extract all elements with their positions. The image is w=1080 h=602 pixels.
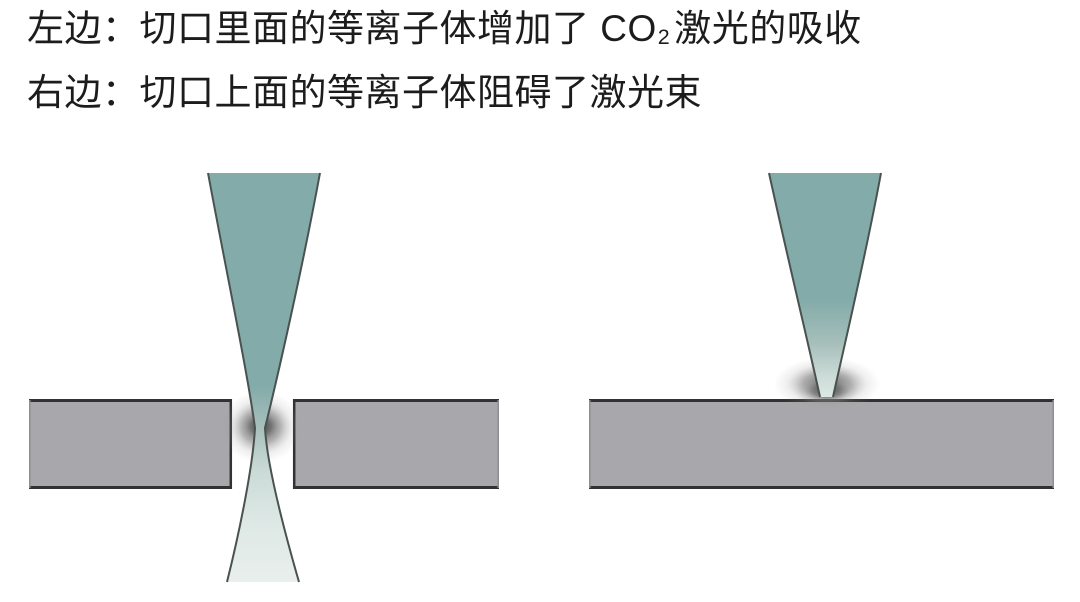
plate-solid [589, 399, 1054, 489]
figure-left-beam-in-kerf [29, 172, 499, 583]
plate-right-of-kerf [293, 399, 499, 489]
figure-right-beam-blocked [589, 172, 1054, 489]
caption-line-1-suffix: 激光的吸收 [674, 8, 862, 49]
plate-outer-edges-left-figure [29, 400, 499, 488]
caption-line-1-text: 左边：切口里面的等离子体增加了 CO [27, 8, 657, 49]
caption-line-2: 右边：切口上面的等离子体阻碍了激光束 [27, 72, 702, 113]
plate-left-of-kerf [29, 399, 232, 489]
laser-beam-blocked-outline [768, 172, 882, 398]
co2-subscript: 2 [657, 24, 671, 49]
plate-borders-left-figure [29, 399, 499, 489]
laser-beam-focused [208, 173, 320, 582]
laser-beam-blocked [769, 173, 881, 397]
plate-outer-edges-right-figure [589, 400, 1054, 488]
laser-beam-focused-outline [207, 172, 321, 583]
